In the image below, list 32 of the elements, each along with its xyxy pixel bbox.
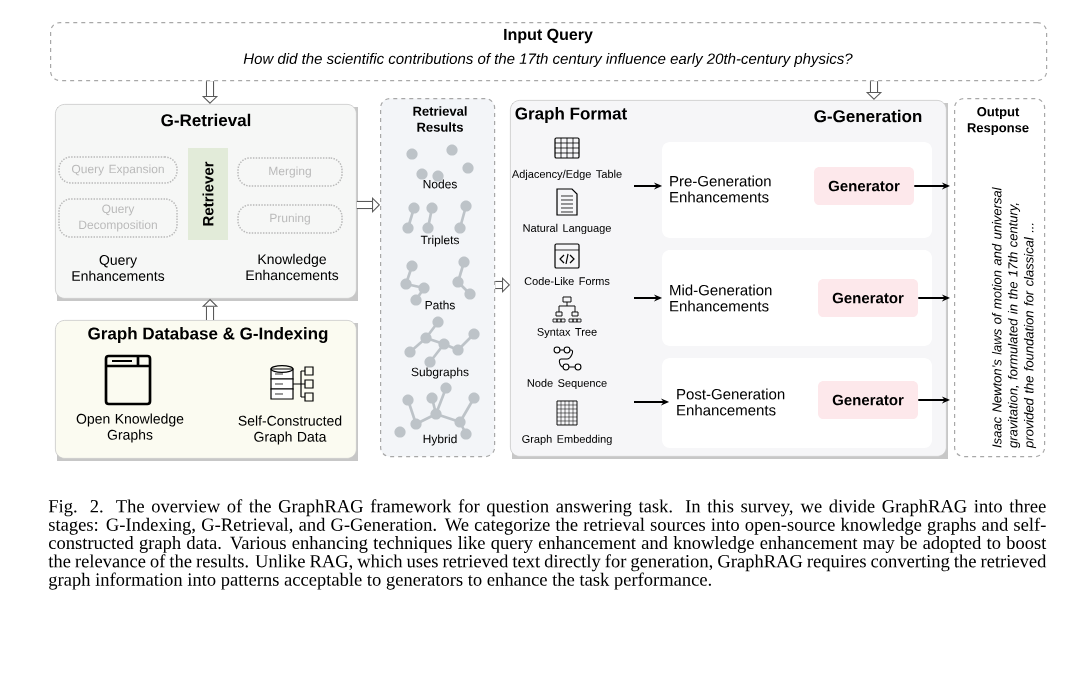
item-label: Node Sequence xyxy=(527,378,607,390)
item-label: Paths xyxy=(425,300,455,310)
item-label: Triplets xyxy=(420,235,459,247)
item-label: Nodes xyxy=(423,179,457,189)
heading: Retrieval Results xyxy=(413,106,467,132)
item-label: Graph Embedding xyxy=(522,434,612,446)
item-label: Query Enhancements xyxy=(72,255,165,281)
caption: Fig. 2. The overview of the GraphRAG framework for question answering task. In this survey, we divide GraphRAG into three stages: G-Indexing, G-Retrieval, and G-Generation. We categorize the retrieval sources into open-source knowledge graphs and self-constructed graph data. Various enhancing techniques like query enhancement and knowledge enhancement may be adopted to boost the relevance of the results. Unlike RAG, which uses retrieved text directly for generation, GraphRAG requires converting the retrieved graph information into patterns acceptable to generators to enhance the task performance. xyxy=(48,499,1047,590)
response-text: Isaac Newton’s laws of motion and universal gravitation, formulated in the 17th century, provided the foundation for classical ... xyxy=(991,187,1037,449)
item-label: Code-Like Forms xyxy=(524,276,610,286)
item-label: Open Knowledge Graphs xyxy=(76,413,184,443)
item-label: Natural Language xyxy=(523,223,611,235)
stage-label: Post-Generation Enhancements xyxy=(677,388,785,416)
item-label: Self-Constructed Graph Data xyxy=(238,415,342,445)
generator-box: Generator xyxy=(818,279,918,317)
query-text: How did the scientific contributions of the 17th century influence early 20th-century physics? xyxy=(243,53,853,67)
heading: Output Response xyxy=(967,107,1029,135)
heading: Input Query xyxy=(504,28,593,44)
item-label: Subgraphs xyxy=(411,367,469,379)
stage-label: Mid-Generation Enhancements xyxy=(670,284,772,312)
item-label: Syntax Tree xyxy=(537,328,597,338)
heading: Graph Database & G-Indexing xyxy=(88,327,328,343)
heading: G-Retrieval xyxy=(161,113,251,127)
heading: Graph Format xyxy=(515,107,627,123)
heading: G-Generation xyxy=(814,109,922,123)
item-label: Hybrid xyxy=(423,434,457,446)
generator-box: Generator xyxy=(818,381,918,419)
item-label: Knowledge Enhancements xyxy=(246,253,339,281)
generator-box: Generator xyxy=(814,167,914,205)
stage-label: Pre-Generation Enhancements xyxy=(670,175,771,203)
retriever-box: Retriever xyxy=(188,148,228,240)
item-label: Adjacency/Edge Table xyxy=(511,169,622,181)
